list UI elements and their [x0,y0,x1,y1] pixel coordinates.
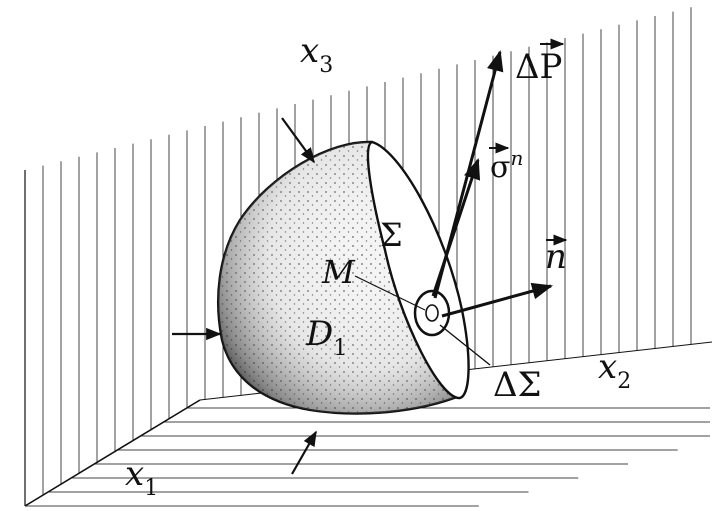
sigma-n-vector [431,158,481,297]
domain-d1-label: D1 [305,314,347,361]
body-d1 [217,140,465,415]
cut-surface-sigma [366,140,470,400]
load-arrow-bottom [291,430,317,475]
point-m-label: M [321,253,356,291]
x1-x2-plane-hatching [25,407,710,507]
m-leader-line [354,275,426,311]
delta-sigma-leader-line [439,324,491,366]
delta-sigma-label: ΔΣ [493,365,542,405]
x2-axis-label: x2 [598,347,631,394]
normal-n-label: n [545,237,567,277]
delta-p-label: ΔP [515,47,562,87]
x1-axis-edge [24,399,201,507]
point-m-marker [425,304,439,322]
sigma-n-label: σn [490,146,523,185]
load-arrow-top [281,117,315,164]
x3-axis-label: x3 [300,31,333,78]
normal-vector-n [441,282,554,318]
x1-axis-label: x1 [125,454,158,501]
sigma-surface-label: Σ [380,216,403,254]
